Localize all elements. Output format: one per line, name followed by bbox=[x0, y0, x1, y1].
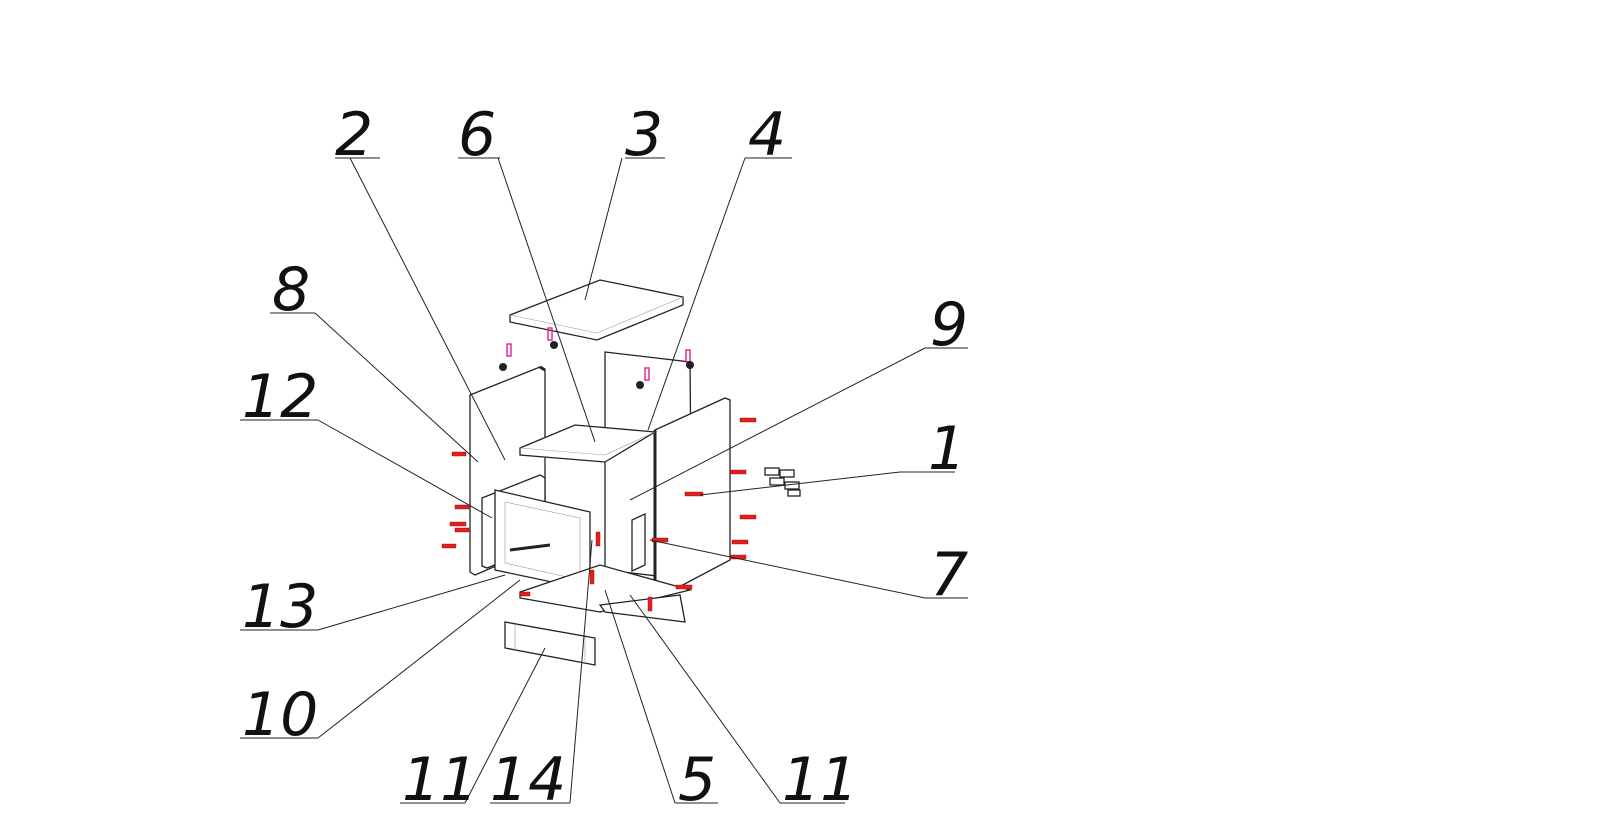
callout-10: 10 bbox=[242, 680, 318, 750]
callout-11-right: 11 bbox=[782, 745, 858, 815]
callout-4: 4 bbox=[748, 100, 786, 170]
callout-8: 8 bbox=[272, 255, 310, 325]
right-panel-9 bbox=[654, 397, 731, 598]
shelf-6 bbox=[519, 424, 658, 463]
leader-lines bbox=[240, 157, 968, 804]
top-panel-3 bbox=[509, 279, 684, 341]
callout-5: 5 bbox=[678, 745, 716, 815]
callout-6: 6 bbox=[458, 100, 496, 170]
cabinet-parts bbox=[441, 279, 801, 666]
callout-labels: 2 6 3 4 8 9 12 1 7 13 10 11 14 5 11 bbox=[242, 100, 968, 815]
plinth-11-right bbox=[598, 594, 686, 623]
callout-1: 1 bbox=[928, 414, 966, 484]
callout-2: 2 bbox=[335, 100, 373, 170]
plinth-11 bbox=[504, 621, 596, 666]
callout-12: 12 bbox=[242, 362, 318, 432]
callout-13: 13 bbox=[242, 572, 318, 642]
fasteners bbox=[441, 327, 757, 612]
callout-7: 7 bbox=[930, 540, 968, 610]
rail-7 bbox=[631, 512, 646, 573]
handle-parts-1 bbox=[764, 467, 801, 497]
callout-3: 3 bbox=[625, 100, 663, 170]
callout-9: 9 bbox=[930, 290, 968, 360]
callout-11-left: 11 bbox=[402, 745, 478, 815]
callout-14: 14 bbox=[490, 745, 566, 815]
